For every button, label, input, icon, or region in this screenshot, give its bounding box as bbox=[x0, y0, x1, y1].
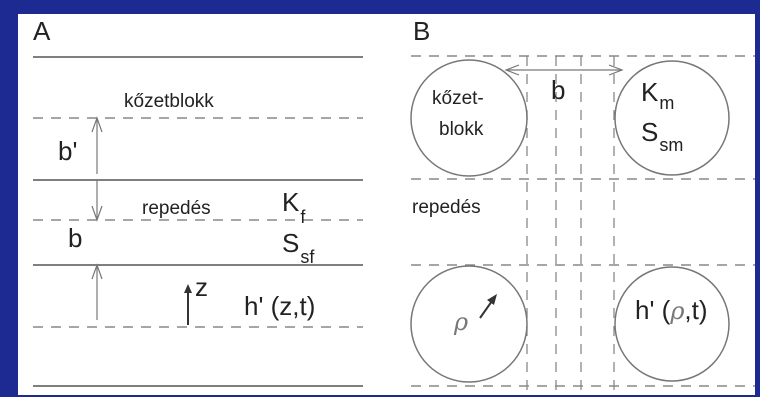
rho-symbol: ρ bbox=[453, 308, 468, 336]
diagram-svg: A kőzetblokk b' repedés b Kf Ssf z h' (z… bbox=[33, 16, 755, 395]
ssm-symbol: Ssm bbox=[641, 117, 683, 155]
rock-block-circle bbox=[614, 266, 730, 382]
rock-block-circle bbox=[410, 265, 528, 383]
panel-a: A kőzetblokk b' repedés b Kf Ssf z h' (z… bbox=[33, 16, 363, 387]
ssf-symbol: Ssf bbox=[282, 228, 315, 267]
z-arrowhead bbox=[184, 284, 192, 293]
crack-label: repedés bbox=[412, 197, 481, 218]
kf-symbol: Kf bbox=[282, 187, 306, 227]
arrowhead-right bbox=[608, 64, 624, 76]
arrowhead-down bbox=[91, 205, 103, 222]
panel-b: B kőzet- blokk b Km Ssm repedés ρ h' (ρ,… bbox=[410, 16, 755, 395]
panel-a-letter: A bbox=[33, 16, 51, 46]
rock-block-circle bbox=[410, 59, 528, 177]
b-prime-label: b' bbox=[58, 136, 77, 166]
rock-block-label: blokk bbox=[439, 119, 484, 140]
radius-arrowhead bbox=[487, 294, 497, 305]
arrowhead-up bbox=[91, 116, 103, 133]
b-label: b bbox=[68, 223, 82, 253]
figure-panel: A kőzetblokk b' repedés b Kf Ssf z h' (z… bbox=[18, 14, 755, 395]
b-label: b bbox=[551, 75, 565, 105]
panel-b-letter: B bbox=[413, 16, 430, 46]
rock-block-circle bbox=[614, 60, 730, 176]
arrowhead-up bbox=[91, 263, 103, 280]
head-function-label: h' (ρ,t) bbox=[635, 295, 708, 325]
rock-block-label: kőzetblokk bbox=[124, 91, 214, 112]
arrowhead-left bbox=[504, 64, 520, 76]
crack-label: repedés bbox=[142, 198, 211, 219]
rock-block-label: kőzet- bbox=[432, 88, 484, 109]
radius-arrow bbox=[479, 300, 493, 319]
km-symbol: Km bbox=[641, 77, 674, 113]
z-label: z bbox=[195, 272, 208, 302]
head-function-label: h' (z,t) bbox=[244, 291, 315, 321]
